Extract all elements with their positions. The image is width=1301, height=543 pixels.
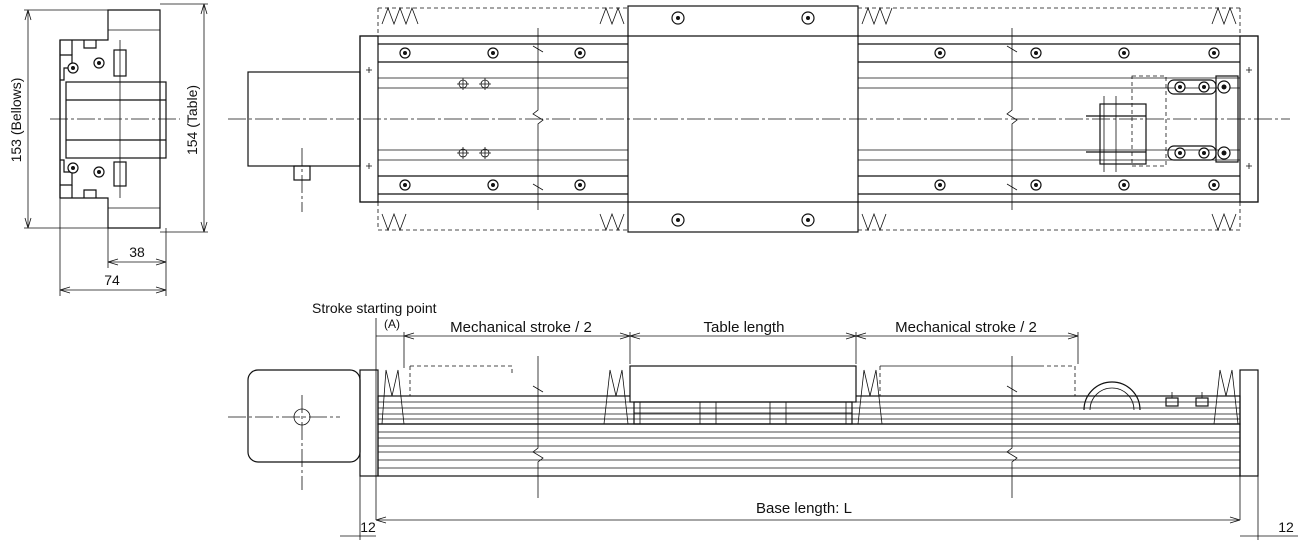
mount-holes [366, 67, 1252, 169]
stroke-start-label: Stroke starting point [312, 300, 437, 316]
a-label: (A) [384, 317, 400, 331]
dim-38-label: 38 [129, 244, 145, 260]
bellows-height-label: 153 (Bellows) [8, 78, 24, 163]
end-view: 153 (Bellows) 154 (Table) 38 74 [8, 3, 208, 296]
dim-12-right-label: 12 [1278, 519, 1294, 535]
rail-bolts-top [399, 47, 1220, 59]
top-view [228, 5, 1290, 233]
side-view [228, 356, 1259, 498]
table-height-label: 154 (Table) [184, 85, 200, 155]
table-length-label: Table length [704, 319, 785, 336]
rail-bolts-bottom [399, 179, 1220, 191]
mech-stroke-right-label: Mechanical stroke / 2 [895, 319, 1037, 336]
side-view-dimensions: Stroke starting point (A) Mechanical str… [312, 300, 1298, 540]
dim-12-left-label: 12 [360, 519, 376, 535]
dim-74-label: 74 [104, 272, 120, 288]
base-length-label: Base length: L [756, 500, 852, 517]
limit-sensor-assembly [1086, 75, 1239, 172]
mech-stroke-left-label: Mechanical stroke / 2 [450, 319, 592, 336]
